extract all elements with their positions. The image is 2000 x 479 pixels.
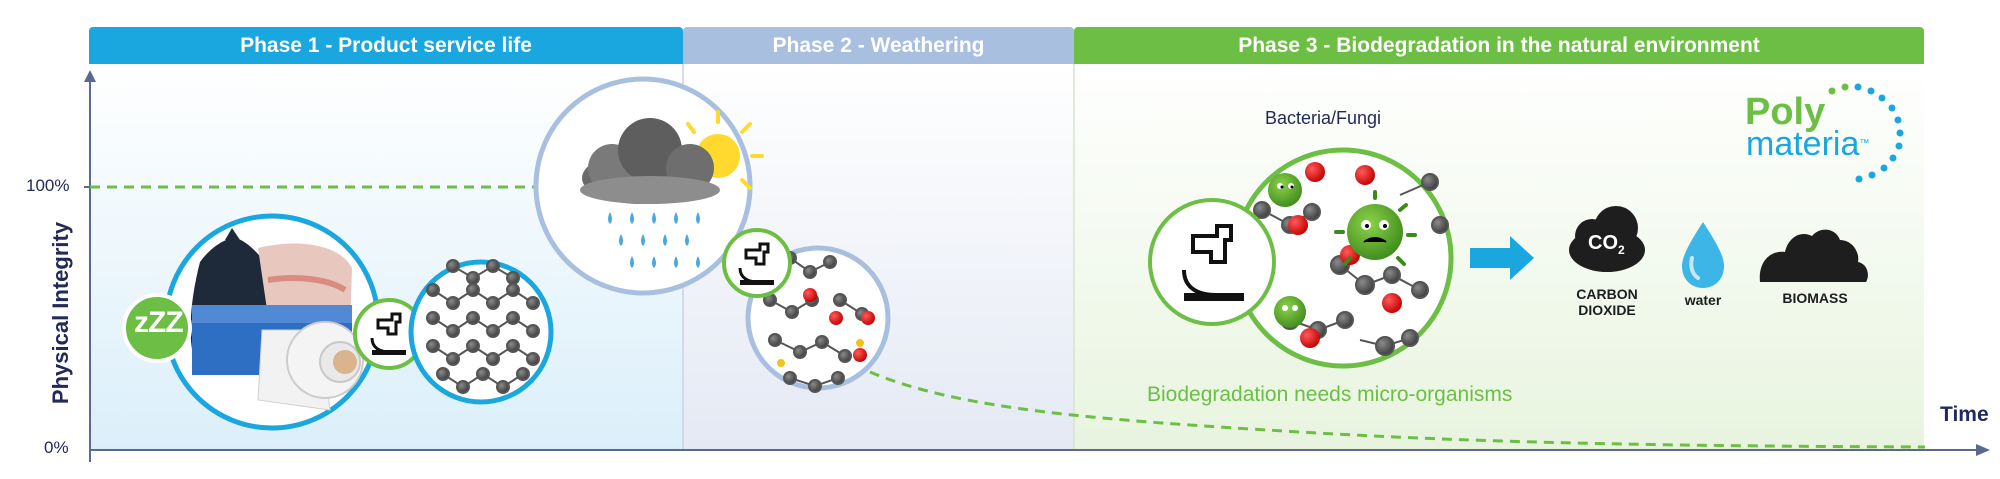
brand-logo: Poly materia™ [1745, 91, 1870, 167]
integrity-curve [869, 370, 1926, 449]
water-label: water [1684, 292, 1722, 308]
x-axis-arrow [1976, 444, 1990, 456]
co2-label-line1: CARBON [1576, 286, 1638, 302]
microscope-icon [722, 228, 792, 298]
carbon-dioxide-icon [1569, 206, 1645, 272]
product-circle [163, 213, 381, 431]
oxidized-atoms [803, 288, 875, 362]
x-axis-label: Time [1940, 403, 1989, 426]
brand-logo-line1: Poly [1745, 91, 1826, 133]
brand-logo-line2: materia [1746, 125, 1860, 163]
result-arrow [1470, 236, 1534, 280]
biodegradation-caption: Biodegradation needs micro-organisms [1147, 383, 1513, 406]
co2-text: CO [1588, 232, 1618, 254]
polymer-chain [426, 259, 540, 394]
brand-logo-dots [1854, 83, 1904, 183]
phase-2-header: Phase 2 - Weathering [683, 27, 1074, 64]
bacteria-icon [1334, 190, 1417, 266]
bacteria-icon [1268, 173, 1302, 207]
biomass-icon [1759, 229, 1868, 282]
y-tick-label: 100% [26, 176, 70, 195]
y-axis-label: Physical Integrity [48, 221, 73, 405]
co2-label-line2: DIOXIDE [1578, 302, 1636, 318]
polymer-lattice [408, 259, 554, 405]
y-axis-arrow [84, 70, 96, 82]
co2-subscript: 2 [1618, 243, 1625, 257]
microscope-icon [1148, 198, 1276, 326]
brand-logo-dots [1828, 83, 1849, 95]
cloud-icon [580, 118, 720, 204]
phase-1-header: Phase 1 - Product service life [89, 27, 683, 64]
y-tick-label: 0% [44, 438, 69, 457]
brand-logo-line2-wrap: materia™ [1745, 125, 1870, 167]
phase-3-header: Phase 3 - Biodegradation in the natural … [1074, 27, 1924, 64]
biomass-label: BIOMASS [1782, 290, 1848, 306]
bacteria-fungi-label: Bacteria/Fungi [1265, 108, 1382, 128]
sleep-glyph: zZZ [134, 306, 184, 339]
bacteria-icon [1274, 296, 1306, 328]
co2-glyph: CO2 [1588, 232, 1625, 257]
rain-icon [608, 212, 700, 268]
sleep-badge [122, 293, 192, 363]
brand-trademark: ™ [1859, 138, 1870, 149]
co2-label: CARBON DIOXIDE [1572, 286, 1642, 318]
